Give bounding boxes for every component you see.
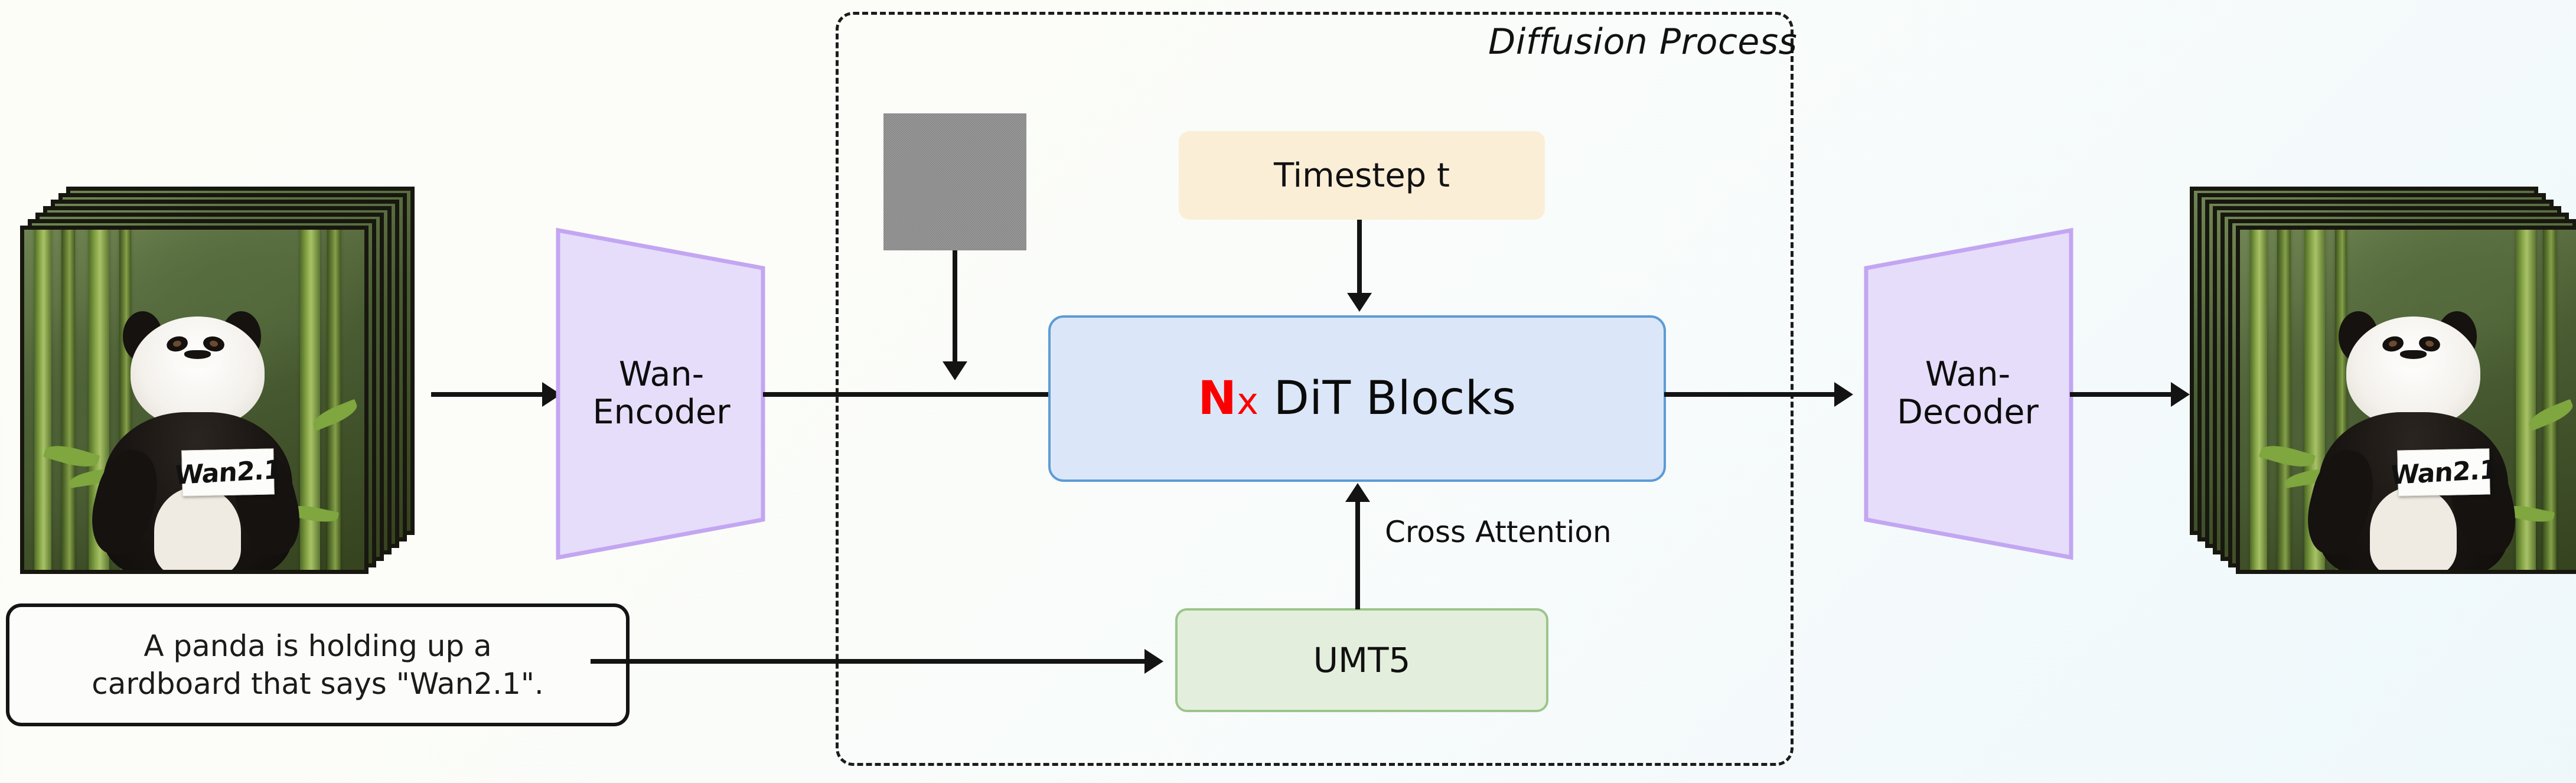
arrowhead-timestep-to-dit: [1347, 293, 1372, 312]
arrowhead-decoder-to-frames: [2171, 382, 2190, 407]
text-prompt-line1: A panda is holding up a: [144, 629, 492, 663]
arrowhead-noise-to-latent: [943, 361, 967, 380]
input-video-frame-stack: Wan2.1: [20, 187, 433, 588]
timestep-box[interactable]: Timestep t: [1179, 131, 1545, 220]
dit-multiply-symbol: x: [1237, 380, 1259, 423]
wan-encoder-node[interactable]: Wan- Encoder: [555, 226, 768, 562]
diffusion-process-label: Diffusion Process: [1488, 21, 1798, 63]
diffusion-process-container: [836, 12, 1794, 766]
edge-prompt-to-umt5: [591, 659, 1152, 664]
text-prompt-box[interactable]: A panda is holding up a cardboard that s…: [6, 603, 630, 726]
output-video-frame-stack: Wan2.1: [2190, 187, 2576, 588]
arrowhead-umt5-to-dit: [1345, 483, 1370, 502]
edge-frames-to-encoder: [431, 392, 547, 397]
wan-decoder-node[interactable]: Wan- Decoder: [1861, 226, 2074, 562]
panda-sign-text: Wan2.1: [174, 454, 282, 491]
dit-blocks-text: DiT Blocks: [1273, 372, 1517, 425]
umt5-label: UMT5: [1313, 640, 1411, 680]
timestep-label: Timestep t: [1274, 156, 1450, 195]
text-prompt-line2: cardboard that says "Wan2.1".: [92, 667, 544, 701]
video-frame-front: Wan2.1: [2236, 226, 2576, 574]
edge-noise-to-latent: [953, 250, 957, 366]
edge-dit-to-decoder: [1664, 392, 1839, 397]
text-prompt-content: A panda is holding up a cardboard that s…: [92, 627, 543, 703]
dit-repeat-count: N: [1198, 372, 1237, 425]
umt5-box[interactable]: UMT5: [1175, 608, 1548, 712]
panda-sign: Wan2.1: [2389, 448, 2497, 497]
arrowhead-prompt-to-umt5: [1144, 649, 1163, 674]
panda-sign: Wan2.1: [174, 448, 282, 497]
gaussian-noise-patch: [883, 113, 1026, 250]
video-frame-front: Wan2.1: [20, 226, 369, 574]
dit-blocks-label: Nx DiT Blocks: [1198, 372, 1516, 425]
arrowhead-dit-to-decoder: [1834, 382, 1853, 407]
edge-umt5-to-dit: [1355, 500, 1360, 609]
panda-sign-text: Wan2.1: [2389, 454, 2498, 491]
edge-decoder-to-frames: [2070, 392, 2176, 397]
cross-attention-label: Cross Attention: [1385, 515, 1612, 549]
dit-blocks-box[interactable]: Nx DiT Blocks: [1048, 315, 1666, 482]
edge-timestep-to-dit: [1357, 220, 1362, 296]
